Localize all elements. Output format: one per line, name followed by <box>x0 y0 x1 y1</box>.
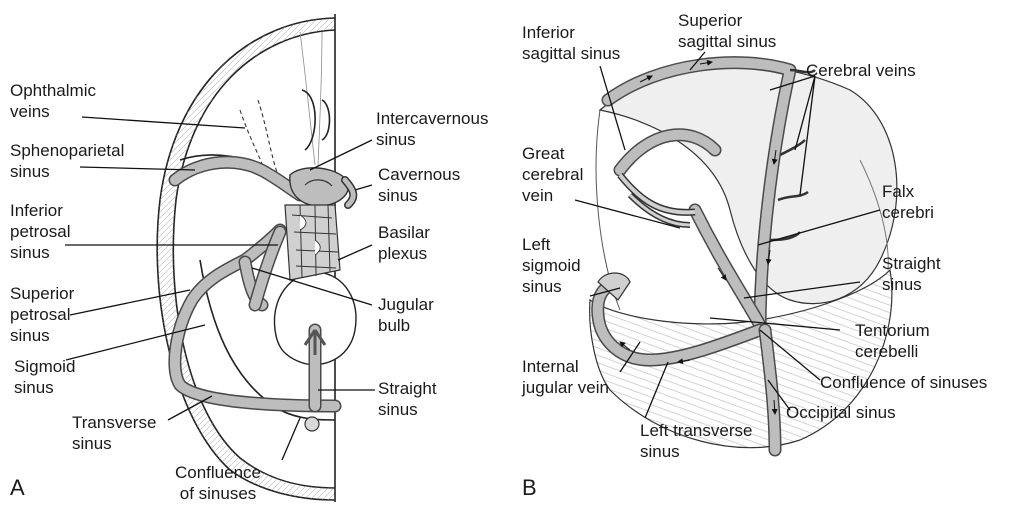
label-cerebral-veins: Cerebral veins <box>806 60 916 81</box>
label-jugular-bulb: Jugular bulb <box>378 294 434 336</box>
label-internal-jugular-vein: Internal jugular vein <box>522 356 609 398</box>
label-transverse-sinus: Transverse sinus <box>72 412 156 454</box>
label-intercavernous-sinus: Intercavernous sinus <box>376 108 488 150</box>
label-occipital-sinus: Occipital sinus <box>786 402 896 423</box>
panel-letter-b: B <box>522 476 537 500</box>
panel-letter-a: A <box>10 476 25 500</box>
label-basilar-plexus: Basilar plexus <box>378 222 430 264</box>
label-left-transverse-sinus: Left transverse sinus <box>640 420 752 462</box>
label-sigmoid-sinus: Sigmoid sinus <box>14 356 75 398</box>
label-left-sigmoid-sinus: Left sigmoid sinus <box>522 234 581 297</box>
label-inferior-petrosal-sinus: Inferior petrosal sinus <box>10 200 70 263</box>
basilar-plexus-mesh <box>285 205 340 280</box>
label-sphenoparietal-sinus: Sphenoparietal sinus <box>10 140 124 182</box>
label-ophthalmic-veins: Ophthalmic veins <box>10 80 96 122</box>
label-straight-sinus-a: Straight sinus <box>378 378 437 420</box>
label-tentorium-cerebelli: Tentorium cerebelli <box>855 320 930 362</box>
label-superior-sagittal-sinus: Superior sagittal sinus <box>678 10 776 52</box>
label-cavernous-sinus: Cavernous sinus <box>378 164 460 206</box>
label-confluence-of-sinuses-b: Confluence of sinuses <box>820 372 987 393</box>
label-confluence-of-sinuses-a: Confluence of sinuses <box>175 462 261 504</box>
label-falx-cerebri: Falx cerebri <box>882 181 934 223</box>
falx-cerebri-shape <box>600 65 897 303</box>
label-great-cerebral-vein: Great cerebral vein <box>522 143 583 206</box>
label-superior-petrosal-sinus: Superior petrosal sinus <box>10 283 74 346</box>
label-inferior-sagittal-sinus: Inferior sagittal sinus <box>522 22 620 64</box>
label-straight-sinus-b: Straight sinus <box>882 253 941 295</box>
